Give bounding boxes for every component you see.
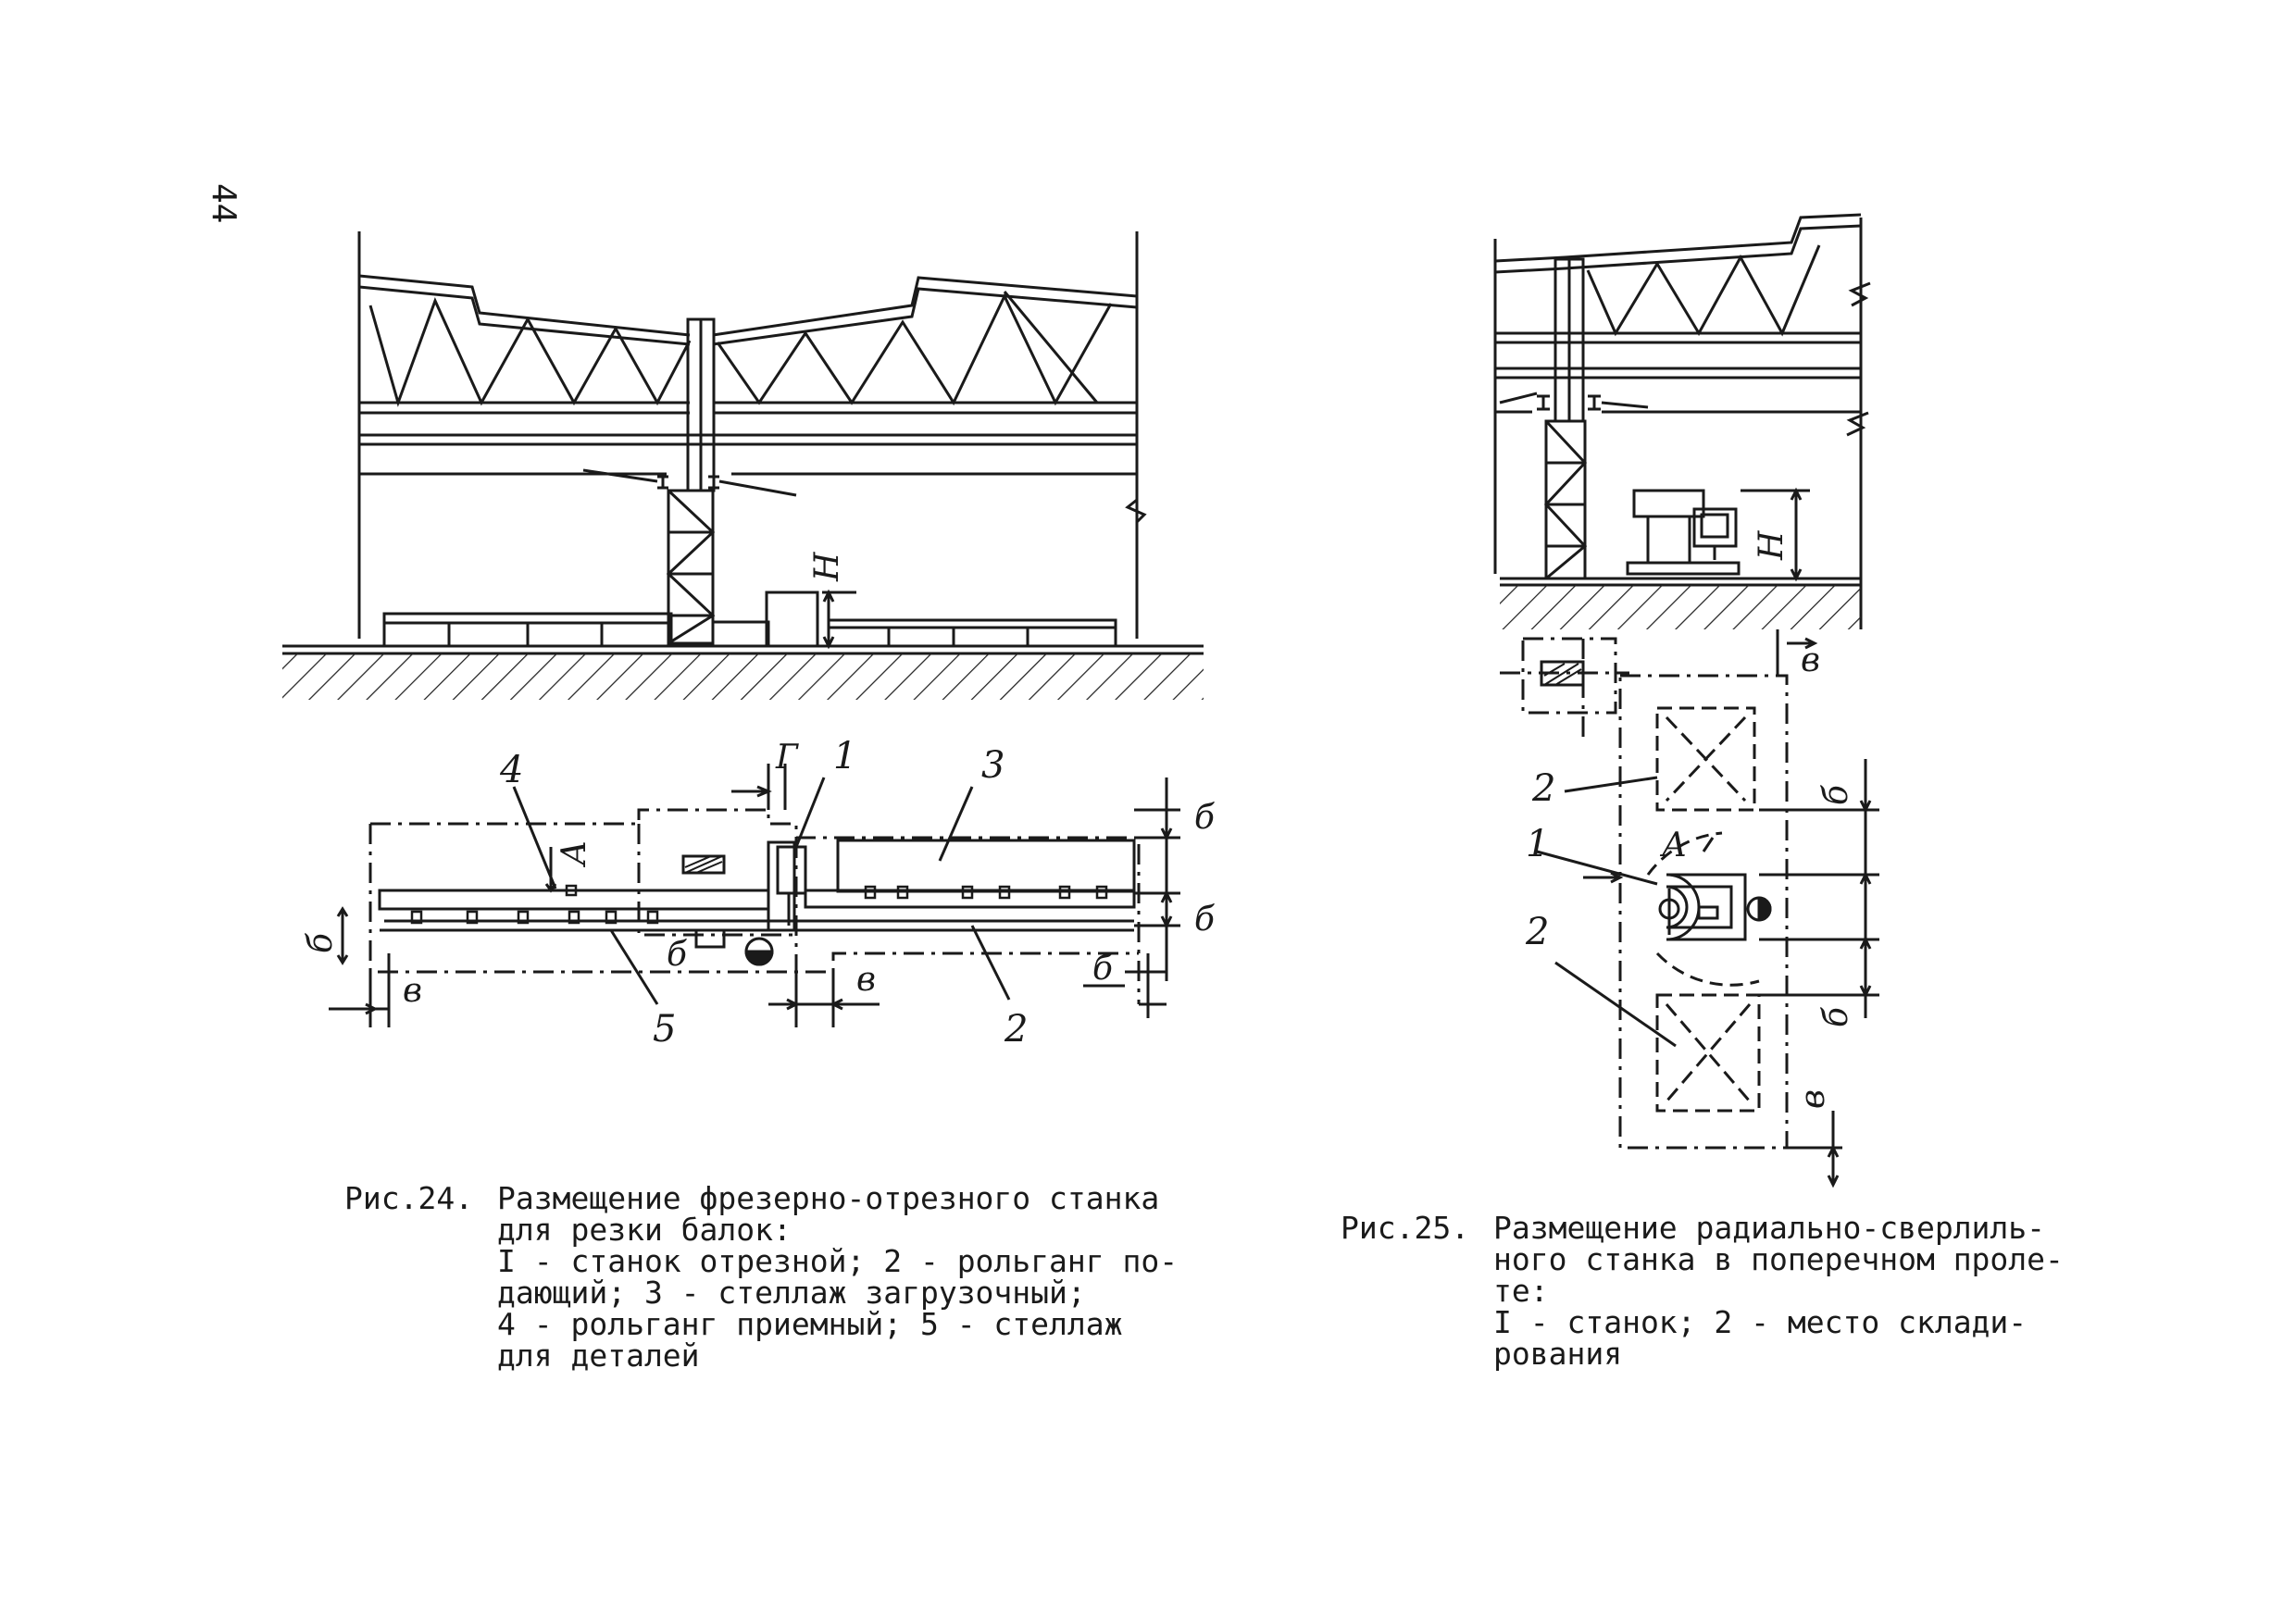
fig24-caption-legend-1: I - станок отрезной; 2 - рольганг по- <box>497 1243 1179 1279</box>
fig25-dim-b-top: б <box>1817 784 1855 805</box>
fig25-label-1: 1 <box>1526 823 1549 865</box>
fig25-caption: Рис.25. Размещение радиально-сверлиль- н… <box>1341 1213 2064 1464</box>
fig25-dim-h: H <box>1753 530 1791 561</box>
fig24-label-4: 4 <box>499 749 523 791</box>
fig25-caption-title-2: ного станка в поперечном проле- <box>1493 1241 2064 1277</box>
fig24-dim-h: H <box>808 552 846 582</box>
fig24-dim-v-left: в <box>403 972 422 1010</box>
fig24-dim-b-r2: б <box>1194 901 1216 939</box>
fig25-dim-a: А <box>1659 827 1687 864</box>
fig24-dim-b-r1: б <box>1194 799 1216 837</box>
fig25-caption-title-3: те: <box>1493 1273 1549 1309</box>
fig25-caption-legend-1: I - станок; 2 - место склади- <box>1493 1304 2028 1340</box>
fig24-caption-title-2: для резки балок: <box>497 1212 792 1248</box>
fig25-caption-legend-2: рования <box>1493 1336 1623 1372</box>
fig25-label-2-bottom: 2 <box>1525 911 1549 953</box>
fig24-elevation <box>282 231 1204 655</box>
fig24-dim-b-left: б <box>302 932 340 953</box>
fig24-caption: Рис.24. Размещение фрезерно-отрезного ст… <box>344 1183 1178 1466</box>
fig24-dim-a: А <box>555 840 593 868</box>
fig24-caption-legend-3: 4 - рольганг приемный; 5 - стеллаж <box>497 1306 1123 1342</box>
fig25-dim-v-top: в <box>1801 641 1820 679</box>
fig24-label-5: 5 <box>653 1008 676 1051</box>
fig25-dim-v-bottom: в <box>1794 1089 1832 1109</box>
fig24-label-2: 2 <box>1004 1008 1028 1051</box>
fig25-caption-number: Рис.25. <box>1341 1210 1470 1246</box>
fig24-dim-b-r3: б <box>1092 950 1114 988</box>
fig24-ground-hatch <box>282 653 1204 700</box>
fig25-caption-title-1: Размещение радиально-сверлиль- <box>1493 1210 2046 1246</box>
fig24-plan <box>329 764 1180 1027</box>
fig25-label-2-top: 2 <box>1531 767 1555 810</box>
fig24-caption-legend-4: для деталей <box>497 1337 700 1374</box>
fig24-caption-number: Рис.24. <box>344 1180 474 1216</box>
fig25-section <box>1493 213 1871 629</box>
fig24-dim-v-mid: в <box>856 961 876 999</box>
fig24-label-1: 1 <box>833 735 856 777</box>
fig25-plan <box>1500 629 1879 1188</box>
fig24-dim-g: Г <box>775 739 799 777</box>
fig24-dim-b-mid: б <box>667 936 688 974</box>
fig25-dim-b-bottom: б <box>1817 1006 1855 1027</box>
fig24-caption-legend-2: дающий; 3 - стеллаж загрузочный; <box>497 1275 1086 1311</box>
fig24-caption-title-1: Размещение фрезерно-отрезного станка <box>497 1180 1160 1216</box>
fig24-label-3: 3 <box>981 744 1004 787</box>
fig25-ground-hatch <box>1500 585 1861 629</box>
